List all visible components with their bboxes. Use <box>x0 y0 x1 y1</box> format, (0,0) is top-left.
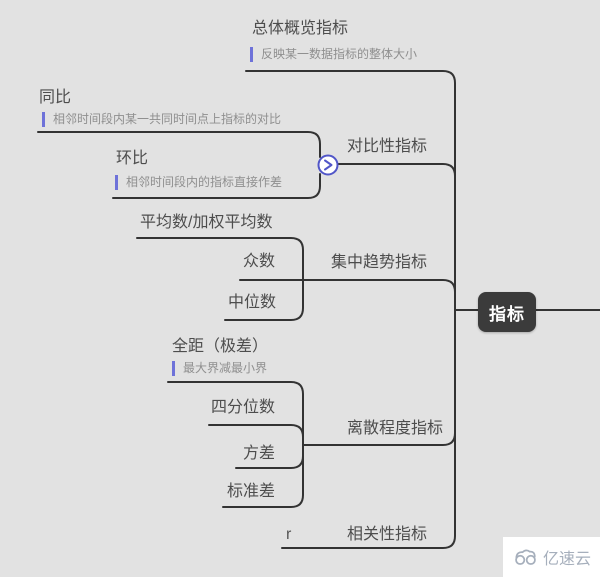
connector-range <box>167 381 304 446</box>
topic-mode[interactable]: 众数 <box>243 253 276 270</box>
note-huanbi: 相邻时间段内的指标直接作差 <box>115 175 282 190</box>
topic-r[interactable]: r <box>286 526 292 543</box>
connector-stddev <box>222 444 304 508</box>
collapse-toggle-circle[interactable] <box>317 154 339 176</box>
topic-mean[interactable]: 平均数/加权平均数 <box>140 214 273 231</box>
topic-quartile[interactable]: 四分位数 <box>211 399 276 416</box>
topic-compare[interactable]: 对比性指标 <box>347 138 428 155</box>
topic-variance[interactable]: 方差 <box>243 445 276 462</box>
connector-tongbi <box>37 131 321 158</box>
connector-huanbi <box>112 173 321 199</box>
root-node-label: 指标 <box>489 304 525 324</box>
collapse-toggle[interactable] <box>317 154 339 176</box>
topic-central[interactable]: 集中趋势指标 <box>331 254 428 271</box>
note-tongbi: 相邻时间段内某一共同时间点上指标的对比 <box>42 112 281 127</box>
connector-correlation-branch <box>281 309 456 549</box>
topic-overview[interactable]: 总体概览指标 <box>252 20 349 37</box>
chevron-right-icon <box>324 159 333 171</box>
note-range: 最大界减最小界 <box>172 361 267 376</box>
root-node[interactable]: 指标 <box>478 292 536 332</box>
connector-median <box>224 279 304 321</box>
connector-mean <box>136 237 304 281</box>
topic-tongbi[interactable]: 同比 <box>39 89 72 106</box>
topic-stddev[interactable]: 标准差 <box>227 483 276 500</box>
topic-range[interactable]: 全距（极差） <box>172 338 269 355</box>
connector-quartile <box>208 424 304 446</box>
connector-central-branch <box>239 279 456 311</box>
watermark: 亿速云 <box>503 537 600 577</box>
note-overview: 反映某一数据指标的整体大小 <box>250 47 417 62</box>
topic-correlation[interactable]: 相关性指标 <box>347 526 428 543</box>
watermark-text: 亿速云 <box>542 551 591 568</box>
topic-huanbi[interactable]: 环比 <box>116 150 149 167</box>
topic-dispersion[interactable]: 离散程度指标 <box>347 420 444 437</box>
connector-compare-branch <box>337 163 456 311</box>
topic-median[interactable]: 中位数 <box>228 294 277 311</box>
connector-overview-branch <box>245 70 456 311</box>
cloud-logo-icon <box>515 549 536 565</box>
